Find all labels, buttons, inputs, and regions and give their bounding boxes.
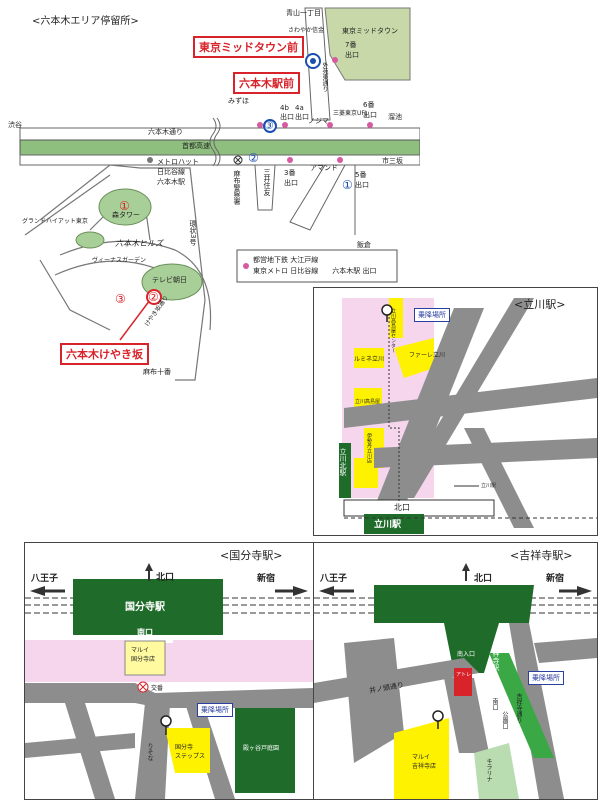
label-exit4b: 4b 出口 — [280, 104, 294, 121]
tachikawa-title: <立川駅> — [514, 298, 566, 311]
kichijoji-map-graphic — [314, 563, 597, 799]
label-nojima: ノジマ — [308, 117, 329, 125]
label-tv-asahi: テレビ朝日 — [152, 276, 187, 284]
stop-keyakizaka-label: 六本木けやき坂 — [60, 343, 149, 365]
roppongi-title: <六本木エリア停留所> — [32, 16, 139, 27]
label-exit3: 3番 出口 — [284, 169, 298, 187]
kokubunji-hachioji: 八王子 — [31, 574, 59, 584]
label-mizuho: みずほ — [228, 97, 249, 105]
kichijoji-stop-tag: 乗降場所 — [528, 671, 564, 685]
stop-midtown-label: 東京ミッドタウン前 — [193, 36, 304, 58]
label-iikura: 飯倉 — [357, 241, 371, 249]
label-grand-hyatt: グランドハイアット東京 — [22, 218, 88, 225]
tachikawa-north-box: 立川北駅 — [339, 448, 347, 476]
tachikawa-bldg-0: 立川高島屋センター — [390, 308, 396, 353]
kokubunji-shinjuku: 新宿 — [257, 574, 276, 584]
marker-1-iikura: ① — [342, 178, 353, 192]
kichijoji-bank: キラリナ — [485, 758, 492, 782]
stop-station-label: 六本木駅前 — [233, 72, 300, 94]
tachikawa-bldg-1: ファーレ立川 — [409, 352, 446, 359]
label-mitsui: 三井住友 — [263, 168, 271, 196]
label-mufg: 三菱東京UFJ — [333, 110, 367, 117]
legend-text: 都営地下鉄 大江戸線 東京メトロ 日比谷線 六本木駅 出口 — [253, 256, 377, 275]
kokubunji-park: 殿ヶ谷戸庭園 — [243, 745, 280, 752]
label-aoyama: 青山一丁目 — [286, 9, 321, 17]
label-exit4a: 4a 出口 — [295, 104, 309, 121]
kokubunji-south-exit: 南口 — [137, 628, 153, 637]
label-almond: アマンド — [310, 164, 338, 172]
kichijoji-atre: アトレ — [456, 672, 472, 678]
tachikawa-station-label: 立川駅 — [374, 520, 402, 530]
label-shuto: 首都高速 — [182, 142, 210, 150]
kichijoji-south-exit: 南口 — [491, 698, 498, 710]
marker-2-station: ② — [248, 151, 259, 165]
label-mori-tower: 森タワー — [112, 211, 140, 219]
label-gaien: 外苑東通り — [321, 62, 328, 92]
kichijoji-north-exit: 北口 — [474, 574, 493, 584]
roppongi-map: <六本木エリア停留所> 東京ミッドタウン前 六本木駅前 六本木けやき坂 青山一丁… — [0, 0, 420, 385]
kokubunji-steps: 国分寺 ステップス — [175, 744, 206, 760]
tachikawa-bldg-4: 伊勢丹立川店 — [366, 433, 372, 463]
tachikawa-bus-note: 立川駅 — [481, 483, 497, 489]
kokubunji-stop-tag: 乗降場所 — [197, 703, 233, 717]
label-ichisaka: 市三坂 — [382, 157, 403, 165]
tachikawa-stop-tag: 乗降場所 — [414, 308, 450, 322]
label-exit6: 6番 出口 — [363, 101, 377, 119]
label-kanjo3: 環状3号 — [189, 220, 197, 246]
tachikawa-map: <立川駅> 乗降場所 立川駅 北口 立川北駅 立川高島屋センター ファーレ立川 … — [313, 287, 598, 536]
label-sawayaka: さわやか信金 — [288, 27, 325, 34]
label-metrohat: メトロハット 日比谷線 六本木駅 — [157, 158, 199, 186]
label-exit7: 7番 出口 — [345, 41, 359, 59]
kichijoji-marui: マルイ 吉祥寺店 — [412, 754, 437, 770]
kokubunji-koban: 交番 — [151, 685, 164, 692]
label-azabu-juban: 麻布十番 — [143, 368, 171, 376]
kichijoji-nakamichi: 公園口 — [501, 711, 508, 729]
tachikawa-bldg-3: 立川高島屋 — [355, 399, 381, 405]
label-venus: ヴィーナスガーデン — [92, 257, 147, 264]
kichijoji-title: <吉祥寺駅> — [510, 549, 573, 562]
kokubunji-north-exit: 北口 — [156, 573, 175, 583]
kokubunji-title: <国分寺駅> — [220, 549, 283, 562]
marker-1-hills: ① — [119, 199, 130, 213]
kichijoji-hachioji: 八王子 — [320, 574, 348, 584]
label-azabu-police: 麻布警察署 — [233, 170, 241, 205]
kokubunji-bank: りそな — [146, 743, 153, 761]
tachikawa-bldg-2: ルミネ立川 — [354, 356, 385, 363]
kokubunji-map: <国分寺駅> 八王子 新宿 北口 国分寺駅 南口 マルイ 国分寺店 交番 乗降場… — [24, 542, 314, 800]
kichijoji-shinjuku: 新宿 — [546, 574, 565, 584]
marker-3-hills: ③ — [115, 292, 126, 306]
kichijoji-map: <吉祥寺駅> 八王子 新宿 北口 吉祥寺駅 南入口 アトレ 井ノ頭通り 乗降場所… — [313, 542, 598, 800]
label-tameike: 溜池 — [388, 113, 402, 121]
kokubunji-marui: マルイ 国分寺店 — [131, 647, 156, 663]
roppongi-map-graphic — [19, 7, 420, 381]
kichijoji-inlet: 南入口 — [457, 651, 476, 658]
marker-2-keyakizaka: ② — [148, 290, 159, 304]
tachikawa-map-graphic — [339, 298, 597, 534]
kokubunji-map-graphic — [25, 563, 313, 799]
tachikawa-north-exit: 北口 — [394, 503, 410, 512]
label-exit5: 5番 出口 — [355, 171, 369, 189]
label-midtown-bldg: 東京ミッドタウン — [342, 27, 398, 35]
label-roppongi-dori: 六本木通り — [148, 128, 183, 136]
kichijoji-park-dori: 吉祥寺通り — [515, 693, 522, 723]
label-hills: 六本木ヒルズ — [115, 239, 163, 248]
kokubunji-station: 国分寺駅 — [125, 602, 165, 613]
marker-3-station: ③ — [264, 119, 274, 132]
label-shibuya: 渋谷 — [8, 121, 22, 129]
kichijoji-station-bldg: 吉祥寺駅 — [492, 643, 500, 671]
